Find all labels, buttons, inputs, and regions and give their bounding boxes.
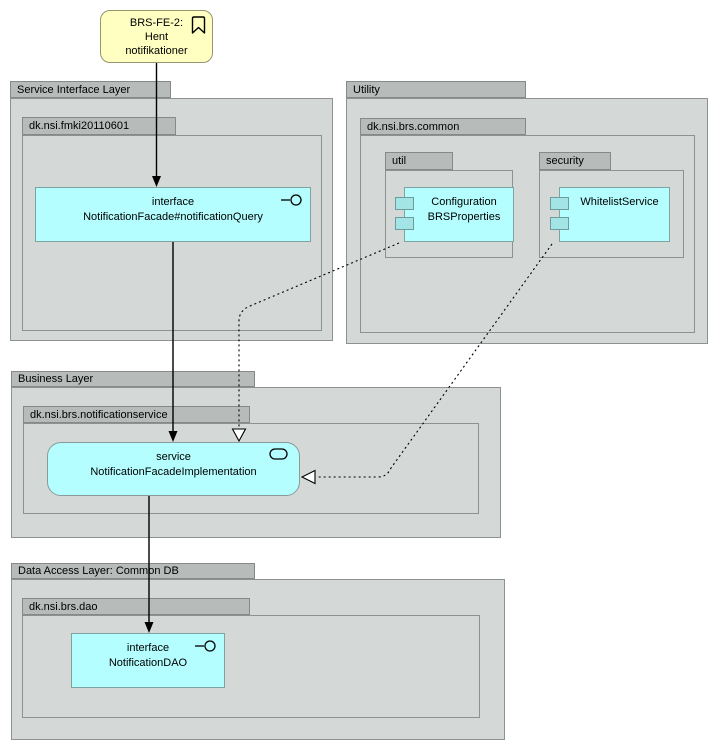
service-interface-layer-label: Service Interface Layer xyxy=(17,83,131,96)
component-name: NotificationDAO xyxy=(108,657,188,669)
component-notification-dao: interface NotificationDAO xyxy=(71,633,225,688)
business-layer-label: Business Layer xyxy=(18,373,94,385)
component-stereotype: service xyxy=(156,451,191,463)
package-util-label: util xyxy=(392,155,407,167)
component-notification-facade-implementation: service NotificationFacadeImplementation xyxy=(47,442,300,496)
component-stereotype: interface xyxy=(151,196,195,208)
data-access-layer-label: Data Access Layer: Common DB xyxy=(18,565,179,577)
business-layer-tab: Business Layer xyxy=(11,371,255,387)
bookmark-icon xyxy=(190,15,207,40)
component-name-line1: Configuration xyxy=(431,196,497,208)
package-dao-tab: dk.nsi.brs.dao xyxy=(22,598,250,615)
use-case-note: BRS-FE-2: Hent notifikationer xyxy=(100,10,213,63)
lollipop-interface-icon xyxy=(281,193,303,212)
service-interface-layer-tab: Service Interface Layer xyxy=(10,81,171,98)
data-access-layer-tab: Data Access Layer: Common DB xyxy=(11,563,255,579)
component-name-line2: BRSProperties xyxy=(427,211,501,223)
package-notificationservice-label: dk.nsi.brs.notificationservice xyxy=(30,408,168,421)
component-name-line1: WhitelistService xyxy=(580,196,659,208)
package-notificationservice-tab: dk.nsi.brs.notificationservice xyxy=(23,406,250,423)
component-name: NotificationFacade#notificationQuery xyxy=(83,211,263,223)
service-capsule-icon xyxy=(269,448,289,465)
package-dao-label: dk.nsi.brs.dao xyxy=(29,600,98,613)
component-configuration-brsproperties: Configuration BRSProperties xyxy=(395,187,514,242)
component-icon xyxy=(550,217,569,230)
component-icon xyxy=(395,197,414,210)
note-line1: BRS-FE-2: xyxy=(129,17,184,29)
package-security-tab: security xyxy=(539,152,611,170)
utility-layer-label: Utility xyxy=(353,83,380,96)
package-util-tab: util xyxy=(385,152,453,170)
component-stereotype: interface xyxy=(126,642,170,654)
component-icon xyxy=(550,197,569,210)
component-notification-facade: interface NotificationFacade#notificatio… xyxy=(35,187,311,242)
package-fmki-label: dk.nsi.fmki20110601 xyxy=(29,120,130,132)
note-line3: notifikationer xyxy=(125,45,188,57)
package-fmki-tab: dk.nsi.fmki20110601 xyxy=(22,117,176,135)
component-whitelistservice: WhitelistService xyxy=(550,187,670,242)
lollipop-interface-icon xyxy=(195,639,217,658)
package-security-label: security xyxy=(546,155,584,167)
package-brs-common-tab: dk.nsi.brs.common xyxy=(360,118,526,135)
package-brs-common-label: dk.nsi.brs.common xyxy=(367,120,460,133)
utility-layer-tab: Utility xyxy=(346,81,526,98)
component-icon xyxy=(395,217,414,230)
component-name: NotificationFacadeImplementation xyxy=(90,466,257,478)
note-line2: Hent xyxy=(144,31,169,43)
